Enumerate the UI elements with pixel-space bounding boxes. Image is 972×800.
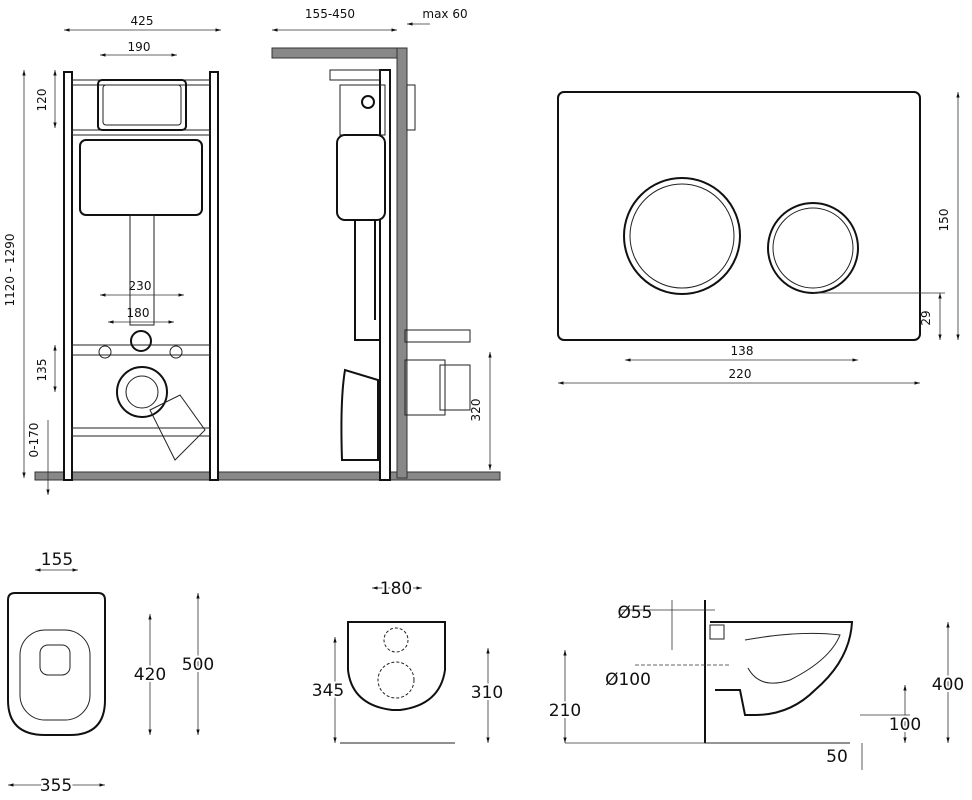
dim-bowl-height: 400 <box>932 675 964 695</box>
wall <box>396 47 408 479</box>
dim-outlet-height: 320 <box>469 399 483 422</box>
dim-frame-height: 1120 - 1290 <box>3 233 17 306</box>
dim-outlet-height-side: 210 <box>549 701 581 721</box>
bowl-side-view: Ø55 Ø100 210 400 100 50 <box>547 600 966 770</box>
side-cistern <box>336 134 386 221</box>
flush-button-large <box>623 177 741 295</box>
flush-plate: 150 29 138 220 <box>557 91 960 385</box>
dim-top-offset: 120 <box>35 89 49 112</box>
dim-frame-width: 425 <box>131 14 154 28</box>
flush-plate-outline <box>557 91 921 341</box>
bowl-back-outline <box>347 621 446 711</box>
dim-plate-width: 220 <box>729 367 752 381</box>
dim-bowl-length: 500 <box>182 655 214 675</box>
dim-drain-height: 135 <box>35 359 49 382</box>
dim-button-span: 138 <box>731 344 754 358</box>
dim-bottom-offset: 100 <box>889 715 921 735</box>
flush-button-small <box>767 202 859 294</box>
dim-frame-depth: 155-450 <box>305 7 355 21</box>
dim-height-left: 345 <box>312 681 344 701</box>
dim-height-right: 310 <box>471 683 503 703</box>
dim-outlet-diameter: Ø100 <box>605 670 651 690</box>
dim-plate-height: 150 <box>937 209 951 232</box>
frame-side-view: 155-450 max 60 320 <box>271 7 492 481</box>
frame-front-view: 425 190 120 1120 - 1290 230 180 135 0-17… <box>3 14 501 495</box>
dim-back-bolt-spacing: 180 <box>380 579 412 599</box>
dim-leg-adjust: 0-170 <box>27 423 41 458</box>
dim-inlet-diameter: Ø55 <box>617 603 652 623</box>
dim-bolt-spacing: 155 <box>41 550 73 570</box>
dim-bolt-outer: 230 <box>129 279 152 293</box>
flush-button-opening <box>97 79 187 131</box>
bowl-side-outline <box>710 621 854 716</box>
bowl-top-view: 155 420 500 355 <box>7 550 216 798</box>
dim-button-offset: 29 <box>919 310 933 325</box>
bowl-back-view: 180 345 310 <box>310 577 505 744</box>
drain-outlet <box>116 366 168 418</box>
cistern <box>79 139 203 216</box>
dim-bowl-width: 355 <box>40 776 72 796</box>
dim-button-width: 190 <box>128 40 151 54</box>
bowl-top-outline <box>7 592 106 736</box>
dim-bolt-inner: 180 <box>127 306 150 320</box>
dim-floor-gap: 50 <box>826 747 848 767</box>
floor <box>34 471 501 481</box>
dim-max-wall: max 60 <box>422 7 467 21</box>
dim-bolt-to-front: 420 <box>134 665 166 685</box>
